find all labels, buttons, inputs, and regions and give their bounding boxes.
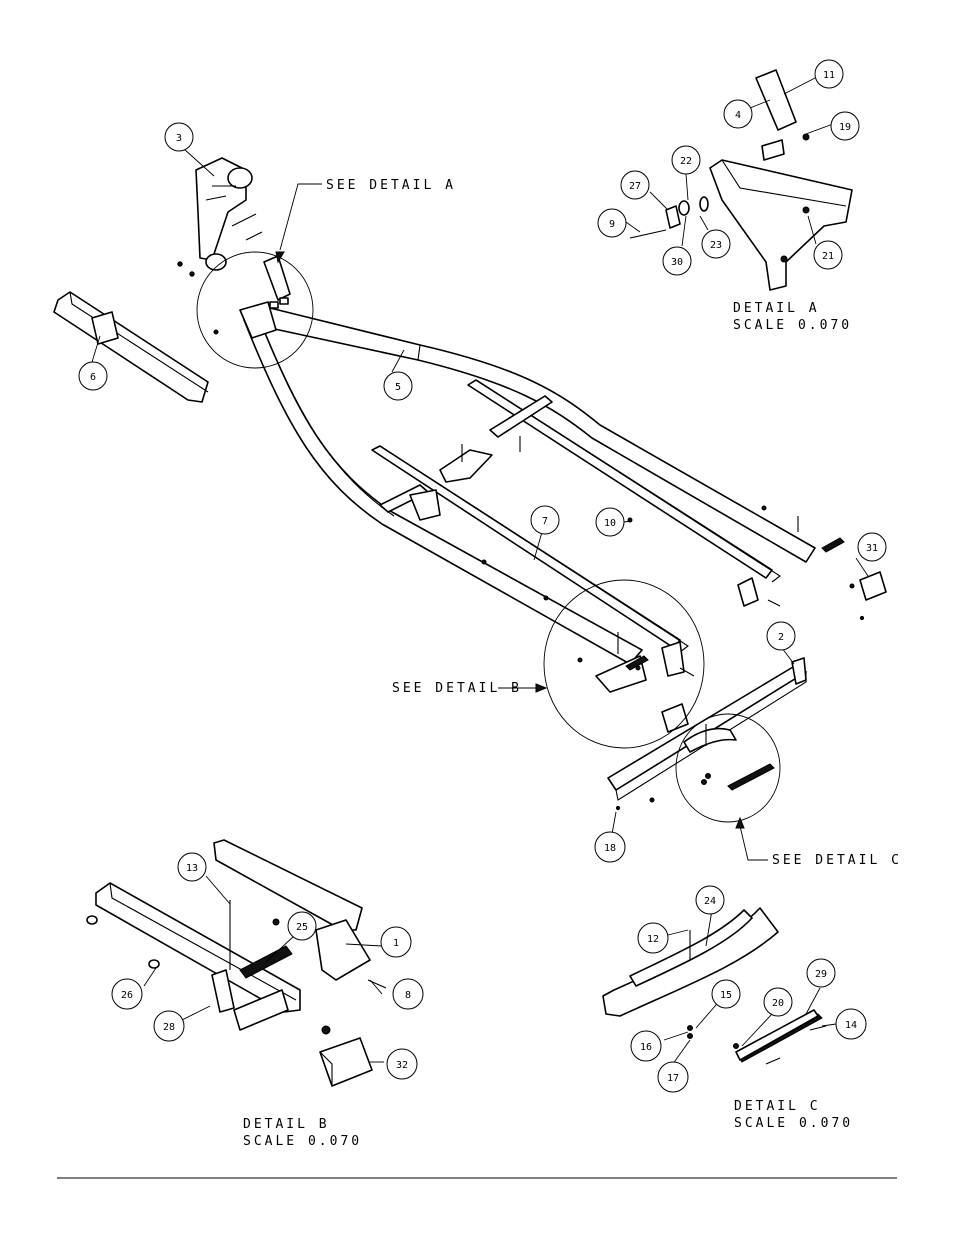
detail-a-circle (196, 251, 314, 369)
callout-15: 15 (711, 979, 741, 1009)
guide-pole (53, 291, 209, 403)
svg-text:21: 21 (822, 251, 834, 262)
callout-14: 14 (835, 1008, 867, 1040)
detail-b-circle (543, 579, 705, 749)
callout-27: 27 (620, 170, 650, 200)
bunk-assembly-right (439, 379, 781, 607)
svg-text:6: 6 (90, 372, 96, 383)
bow-stop-small (263, 255, 291, 309)
winch-assembly (195, 157, 263, 271)
bunk-assembly-left (371, 445, 689, 693)
tongue-frame (239, 301, 816, 665)
callout-29: 29 (806, 958, 836, 988)
detail-a-title: DETAIL A (733, 301, 820, 316)
callout-25: 25 (287, 911, 317, 941)
svg-text:20: 20 (772, 998, 784, 1009)
callouts: 1 2 3 4 5 6 7 8 (78, 59, 887, 1093)
callout-8: 8 (392, 978, 424, 1010)
callout-7: 7 (530, 505, 560, 535)
svg-text:12: 12 (647, 934, 659, 945)
svg-text:11: 11 (823, 70, 835, 81)
callout-19: 19 (830, 111, 860, 141)
callout-21: 21 (813, 240, 843, 270)
callout-30: 30 (662, 246, 692, 276)
svg-text:22: 22 (680, 156, 692, 167)
svg-text:31: 31 (866, 543, 878, 554)
detail-c-scale: SCALE 0.070 (734, 1116, 853, 1131)
leader-lines (91, 77, 869, 1069)
detail-a (629, 69, 853, 291)
detail-b (86, 839, 387, 1087)
svg-text:7: 7 (542, 516, 548, 527)
bunk-pads (625, 537, 845, 791)
svg-text:19: 19 (839, 122, 851, 133)
svg-text:10: 10 (604, 518, 616, 529)
svg-text:17: 17 (667, 1073, 679, 1084)
see-detail-c-label: SEE DETAIL C (772, 853, 902, 868)
callout-24: 24 (695, 885, 725, 915)
callout-16: 16 (630, 1030, 662, 1062)
detail-b-title: DETAIL B (243, 1117, 330, 1132)
callout-12: 12 (637, 922, 669, 954)
callout-17: 17 (657, 1061, 689, 1093)
detail-c-title: DETAIL C (734, 1099, 821, 1114)
callout-18: 18 (594, 831, 626, 863)
svg-text:2: 2 (778, 632, 784, 643)
svg-text:24: 24 (704, 896, 716, 907)
svg-text:8: 8 (405, 990, 411, 1001)
svg-text:25: 25 (296, 922, 308, 933)
callout-28: 28 (153, 1010, 185, 1042)
svg-text:27: 27 (629, 181, 641, 192)
see-detail-b-label: SEE DETAIL B (392, 681, 522, 696)
callout-3: 3 (164, 122, 194, 152)
detail-labels: SEE DETAIL A SEE DETAIL B SEE DETAIL C D… (243, 178, 902, 1149)
main-assembly (53, 157, 887, 823)
callout-23: 23 (701, 229, 731, 259)
svg-text:9: 9 (609, 219, 615, 230)
callout-2: 2 (766, 621, 796, 651)
callout-13: 13 (177, 852, 207, 882)
svg-text:16: 16 (640, 1042, 652, 1053)
callout-32: 32 (386, 1048, 418, 1080)
svg-text:29: 29 (815, 969, 827, 980)
svg-text:30: 30 (671, 257, 683, 268)
svg-text:13: 13 (186, 863, 198, 874)
callout-11: 11 (814, 59, 844, 89)
callout-31: 31 (857, 532, 887, 562)
detail-b-scale: SCALE 0.070 (243, 1134, 362, 1149)
svg-text:28: 28 (163, 1022, 175, 1033)
svg-text:15: 15 (720, 990, 732, 1001)
callout-6: 6 (78, 361, 108, 391)
svg-text:5: 5 (395, 382, 401, 393)
callout-1: 1 (380, 926, 412, 958)
hardware-dots (177, 261, 865, 811)
svg-text:3: 3 (176, 133, 182, 144)
rear-cross-member (607, 657, 807, 801)
blocks (661, 571, 887, 733)
svg-text:32: 32 (396, 1060, 408, 1071)
detail-c-circle (675, 713, 781, 823)
see-detail-a-label: SEE DETAIL A (326, 178, 456, 193)
svg-text:4: 4 (735, 110, 741, 121)
svg-text:18: 18 (604, 843, 616, 854)
callout-10: 10 (595, 507, 625, 537)
callout-22: 22 (671, 145, 701, 175)
detail-c (602, 907, 827, 1065)
svg-text:14: 14 (845, 1020, 857, 1031)
callout-4: 4 (723, 99, 753, 129)
svg-text:23: 23 (710, 240, 722, 251)
detail-a-scale: SCALE 0.070 (733, 318, 852, 333)
svg-text:26: 26 (121, 990, 133, 1001)
callout-20: 20 (763, 987, 793, 1017)
callout-5: 5 (383, 371, 413, 401)
callout-9: 9 (597, 208, 627, 238)
callout-26: 26 (111, 978, 143, 1010)
svg-text:1: 1 (393, 938, 399, 949)
bolts (461, 436, 799, 746)
